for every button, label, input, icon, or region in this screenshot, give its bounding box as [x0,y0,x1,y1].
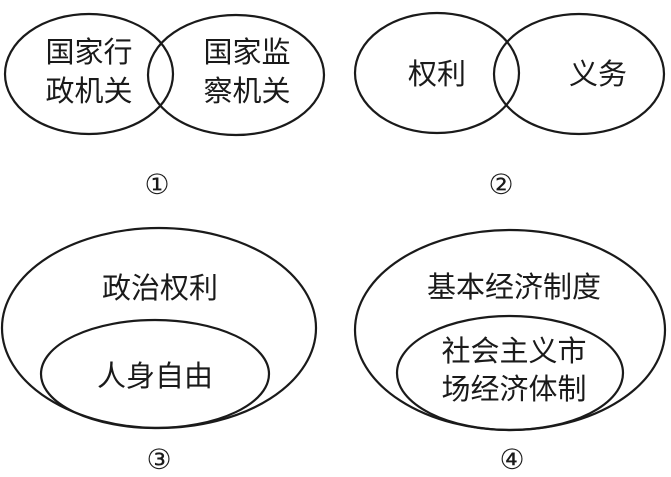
diagram-3: 政治权利 人身自由 ③ [0,226,318,476]
diagram-4: 基本经济制度 社会主义市 场经济体制 ④ [353,228,667,476]
diagram-3-number: ③ [146,443,171,476]
diagram-3-inner-label: 人身自由 [97,359,213,393]
diagram-1-right-circle [146,13,326,137]
diagram-2-left-label: 权利 [408,57,466,91]
diagram-4-inner-label-line-2: 场经济体制 [441,372,586,406]
diagram-3-outer-ellipse [0,226,318,430]
diagram-1-right-label-line-2: 察机关 [203,74,290,108]
diagram-1-right-label-line-1: 国家监 [203,35,290,69]
diagram-2-number: ② [488,168,513,201]
diagram-1-left-label-line-1: 国家行 [45,35,132,69]
diagram-1-left-label-line-2: 政机关 [45,74,132,108]
diagram-4-outer-label: 基本经济制度 [427,270,601,304]
diagram-2: 权利 义务 ② [353,11,666,201]
diagram-3-outer-label: 政治权利 [102,271,218,305]
diagram-1: 国家行 政机关 国家监 察机关 ① [3,12,326,201]
diagram-2-left-circle [353,11,521,135]
diagram-4-inner-label-line-1: 社会主义市 [441,334,586,368]
diagram-4-number: ④ [499,443,524,476]
diagram-1-number: ① [144,168,169,201]
diagram-2-right-circle [492,12,666,136]
diagram-3-inner-ellipse [39,318,271,430]
diagram-2-right-label: 义务 [569,57,627,91]
diagram-1-left-circle [3,12,175,136]
diagram-4-inner-ellipse [395,314,625,432]
